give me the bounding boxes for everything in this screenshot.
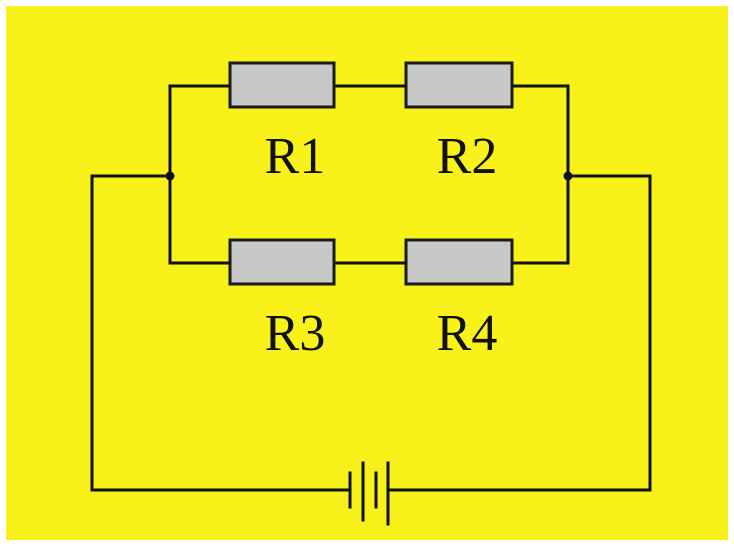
resistor-r3-label: R3 <box>265 305 326 362</box>
wires <box>90 84 652 492</box>
resistor-r2-label: R2 <box>437 128 498 185</box>
wire-upper-left <box>168 84 232 178</box>
wire-outer-left <box>90 174 352 492</box>
resistors: R1 R2 R3 R4 <box>228 61 514 362</box>
resistor-r4-label: R4 <box>437 305 498 362</box>
diagram-background <box>6 6 728 540</box>
wire-upper-right <box>510 84 570 178</box>
resistor-r1-label: R1 <box>265 128 326 185</box>
resistor-r1: R1 <box>228 61 336 185</box>
resistor-r3: R3 <box>228 238 336 362</box>
battery-icon <box>348 461 390 526</box>
resistor-r2: R2 <box>404 61 514 185</box>
junction-left <box>165 171 175 181</box>
resistor-r3-body <box>228 238 336 286</box>
junction-right <box>563 171 573 181</box>
wire-lower-right <box>510 174 570 265</box>
wire-outer-right <box>386 174 652 492</box>
resistor-r4: R4 <box>404 238 514 362</box>
resistor-r2-body <box>404 61 514 109</box>
resistor-r4-body <box>404 238 514 286</box>
wire-lower-left <box>168 174 232 265</box>
resistor-r1-body <box>228 61 336 109</box>
